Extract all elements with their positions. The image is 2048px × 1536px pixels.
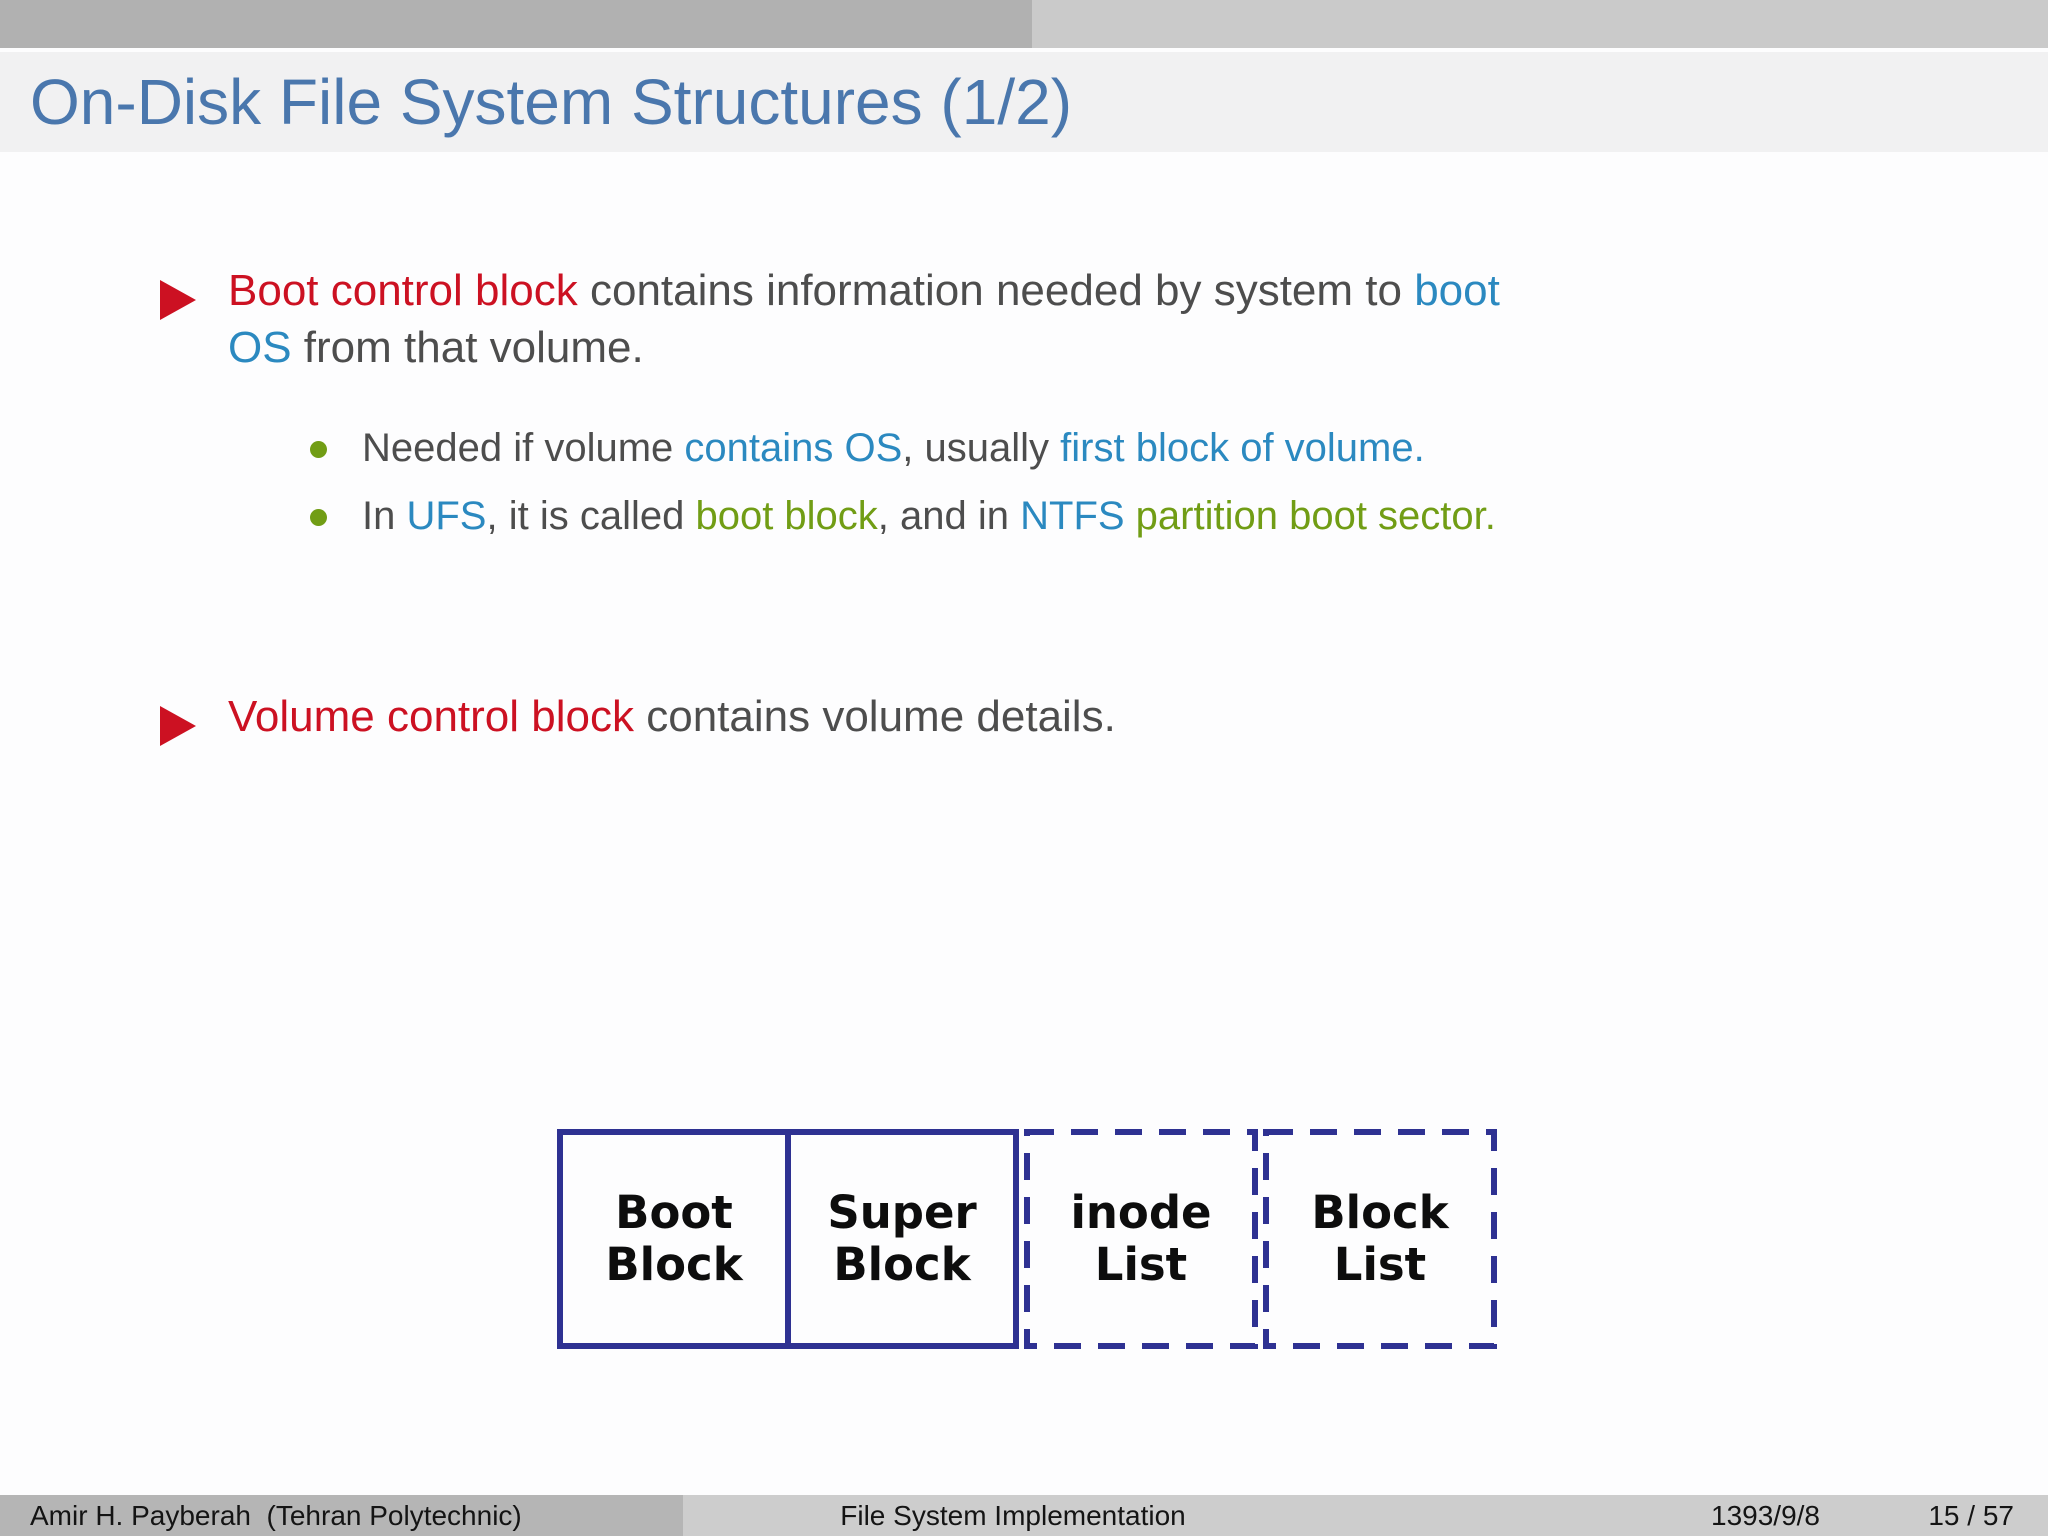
dashed-border-icon [1263,1129,1497,1349]
bullet-boot-control-block: Boot control block contains information … [228,262,1928,376]
text-run: contains volume details. [634,692,1116,741]
text-run: contains information needed by system to [577,266,1415,315]
bullet-triangle-icon [160,706,196,746]
diagram-block-super-block: Super Block [785,1129,1019,1349]
bullet-dot-icon [310,509,327,526]
footer-right-segment [683,1495,2048,1536]
block-label-line: Block [1311,1186,1449,1239]
bullet-triangle-icon [160,280,196,320]
text-run: from that volume. [291,323,644,372]
block-label-line: Super [827,1186,977,1239]
block-label-line: Block [605,1238,743,1291]
title-band [0,52,2048,152]
sub-bullet-first-block: Needed if volume contains OS, usually fi… [310,422,1982,475]
disk-layout-diagram: Boot Block Super Block inode List Block … [557,1129,1497,1349]
footer-page-number: 15 / 57 [1928,1500,2014,1531]
text-run: Volume control block [228,692,634,741]
dashed-border-icon [1024,1129,1258,1349]
text-run: , usually [902,426,1061,470]
diagram-block-boot-block: Boot Block [557,1129,791,1349]
text-run: partition boot sector. [1135,494,1496,538]
top-bar-right-segment [1032,0,2048,48]
block-label-line: inode [1070,1186,1212,1239]
text-run: Boot control block [228,266,578,315]
sub-bullet-list: Needed if volume contains OS, usually fi… [310,422,1982,558]
text-run: contains OS [684,426,903,470]
bullet-volume-control-block: Volume control block contains volume det… [228,688,1928,745]
text-run: , and in [877,494,1021,538]
page-title: On-Disk File System Structures (1/2) [30,66,1072,138]
footer-date: 1393/9/8 [1711,1500,1820,1531]
block-label-line: Boot [615,1186,733,1239]
text-run: first block of volume. [1060,426,1425,470]
text-run: OS [228,323,292,372]
text-run: boot [1414,266,1500,315]
top-bar-left-segment [0,0,1032,48]
text-run: Needed if volume [362,426,685,470]
text-run: UFS [406,494,487,538]
text-run: In [362,494,407,538]
text-run: , it is called [486,494,696,538]
text-run: NTFS [1020,494,1136,538]
footer-author: Amir H. Payberah (Tehran Polytechnic) [30,1500,522,1531]
block-label-line: List [1094,1238,1188,1291]
footer-deck-title: File System Implementation [840,1500,1186,1531]
diagram-block-inode-list: inode List [1024,1129,1258,1349]
bullet-dot-icon [310,441,327,458]
text-run: boot block [695,494,878,538]
block-label-line: Block [833,1238,971,1291]
diagram-block-block-list: Block List [1263,1129,1497,1349]
block-label-line: List [1333,1238,1427,1291]
footer-left-segment [0,1495,683,1536]
sub-bullet-ufs-ntfs: In UFS, it is called boot block, and in … [310,490,1982,543]
